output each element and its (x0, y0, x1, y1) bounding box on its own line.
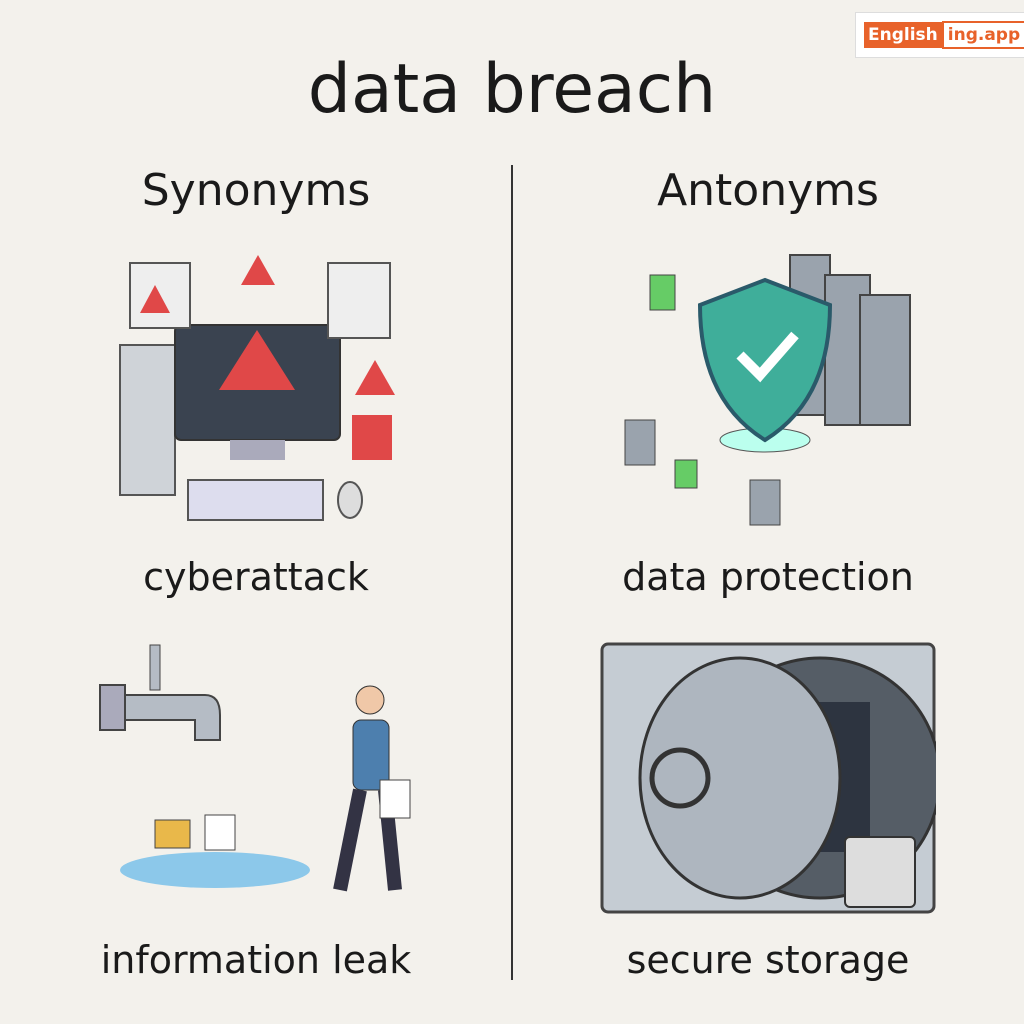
synonym-cyberattack: cyberattack (143, 555, 369, 599)
cyberattack-illustration (119, 255, 395, 521)
information-leak-illustration (99, 644, 411, 892)
page-title: data breach (307, 50, 717, 129)
synonym-information-leak: information leak (100, 938, 412, 982)
antonym-secure-storage: secure storage (626, 938, 910, 982)
logo-part2: ing.app (941, 21, 1024, 49)
logo-part1: English (864, 22, 942, 48)
antonyms-heading: Antonyms (657, 165, 879, 216)
synonyms-heading: Synonyms (141, 165, 371, 216)
antonym-data-protection: data protection (622, 555, 914, 599)
data-protection-illustration (624, 254, 911, 526)
secure-storage-illustration (600, 642, 936, 914)
divider (511, 165, 513, 980)
